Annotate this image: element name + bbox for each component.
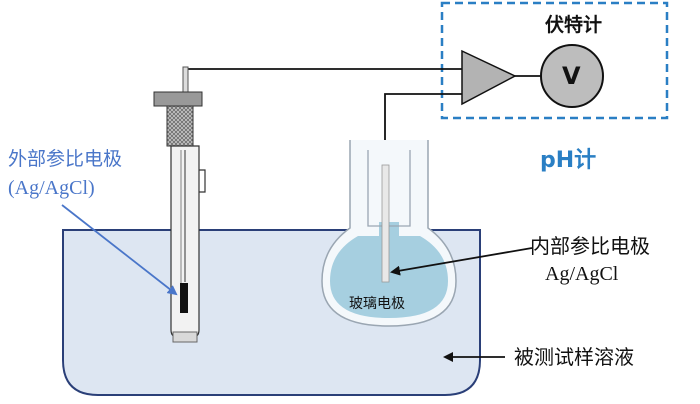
external-reference-formula: (Ag/AgCl): [8, 177, 95, 199]
internal-reference-formula: Ag/AgCl: [545, 263, 619, 285]
electrode-agcl-element: [180, 283, 188, 313]
wire-external-electrode: [184, 68, 464, 78]
ph-meter-label: pH计: [540, 148, 597, 173]
amplifier-symbol: [461, 49, 517, 106]
internal-reference-wire: [381, 164, 390, 283]
electrode-cap: [166, 105, 194, 147]
voltmeter-circle: [540, 44, 604, 108]
glass-electrode-label: 玻璃电极: [349, 296, 405, 312]
arrow-internal-electrode: [390, 247, 533, 276]
test-solution-label: 被测试样溶液: [514, 345, 634, 369]
internal-reference-label: 内部参比电极: [530, 234, 650, 258]
voltmeter-label: 伏特计: [545, 14, 603, 36]
external-reference-label: 外部参比电极: [8, 148, 123, 170]
electrode-tip-wire: [182, 66, 189, 94]
electrode-bottom: [172, 331, 198, 343]
external-reference-electrode: [153, 66, 206, 343]
electrode-cap-top: [153, 91, 203, 107]
electrode-side-port: [199, 169, 206, 193]
glass-electrode: [321, 140, 457, 327]
arrow-external-electrode: [61, 204, 178, 296]
voltmeter-symbol: V: [562, 62, 581, 90]
